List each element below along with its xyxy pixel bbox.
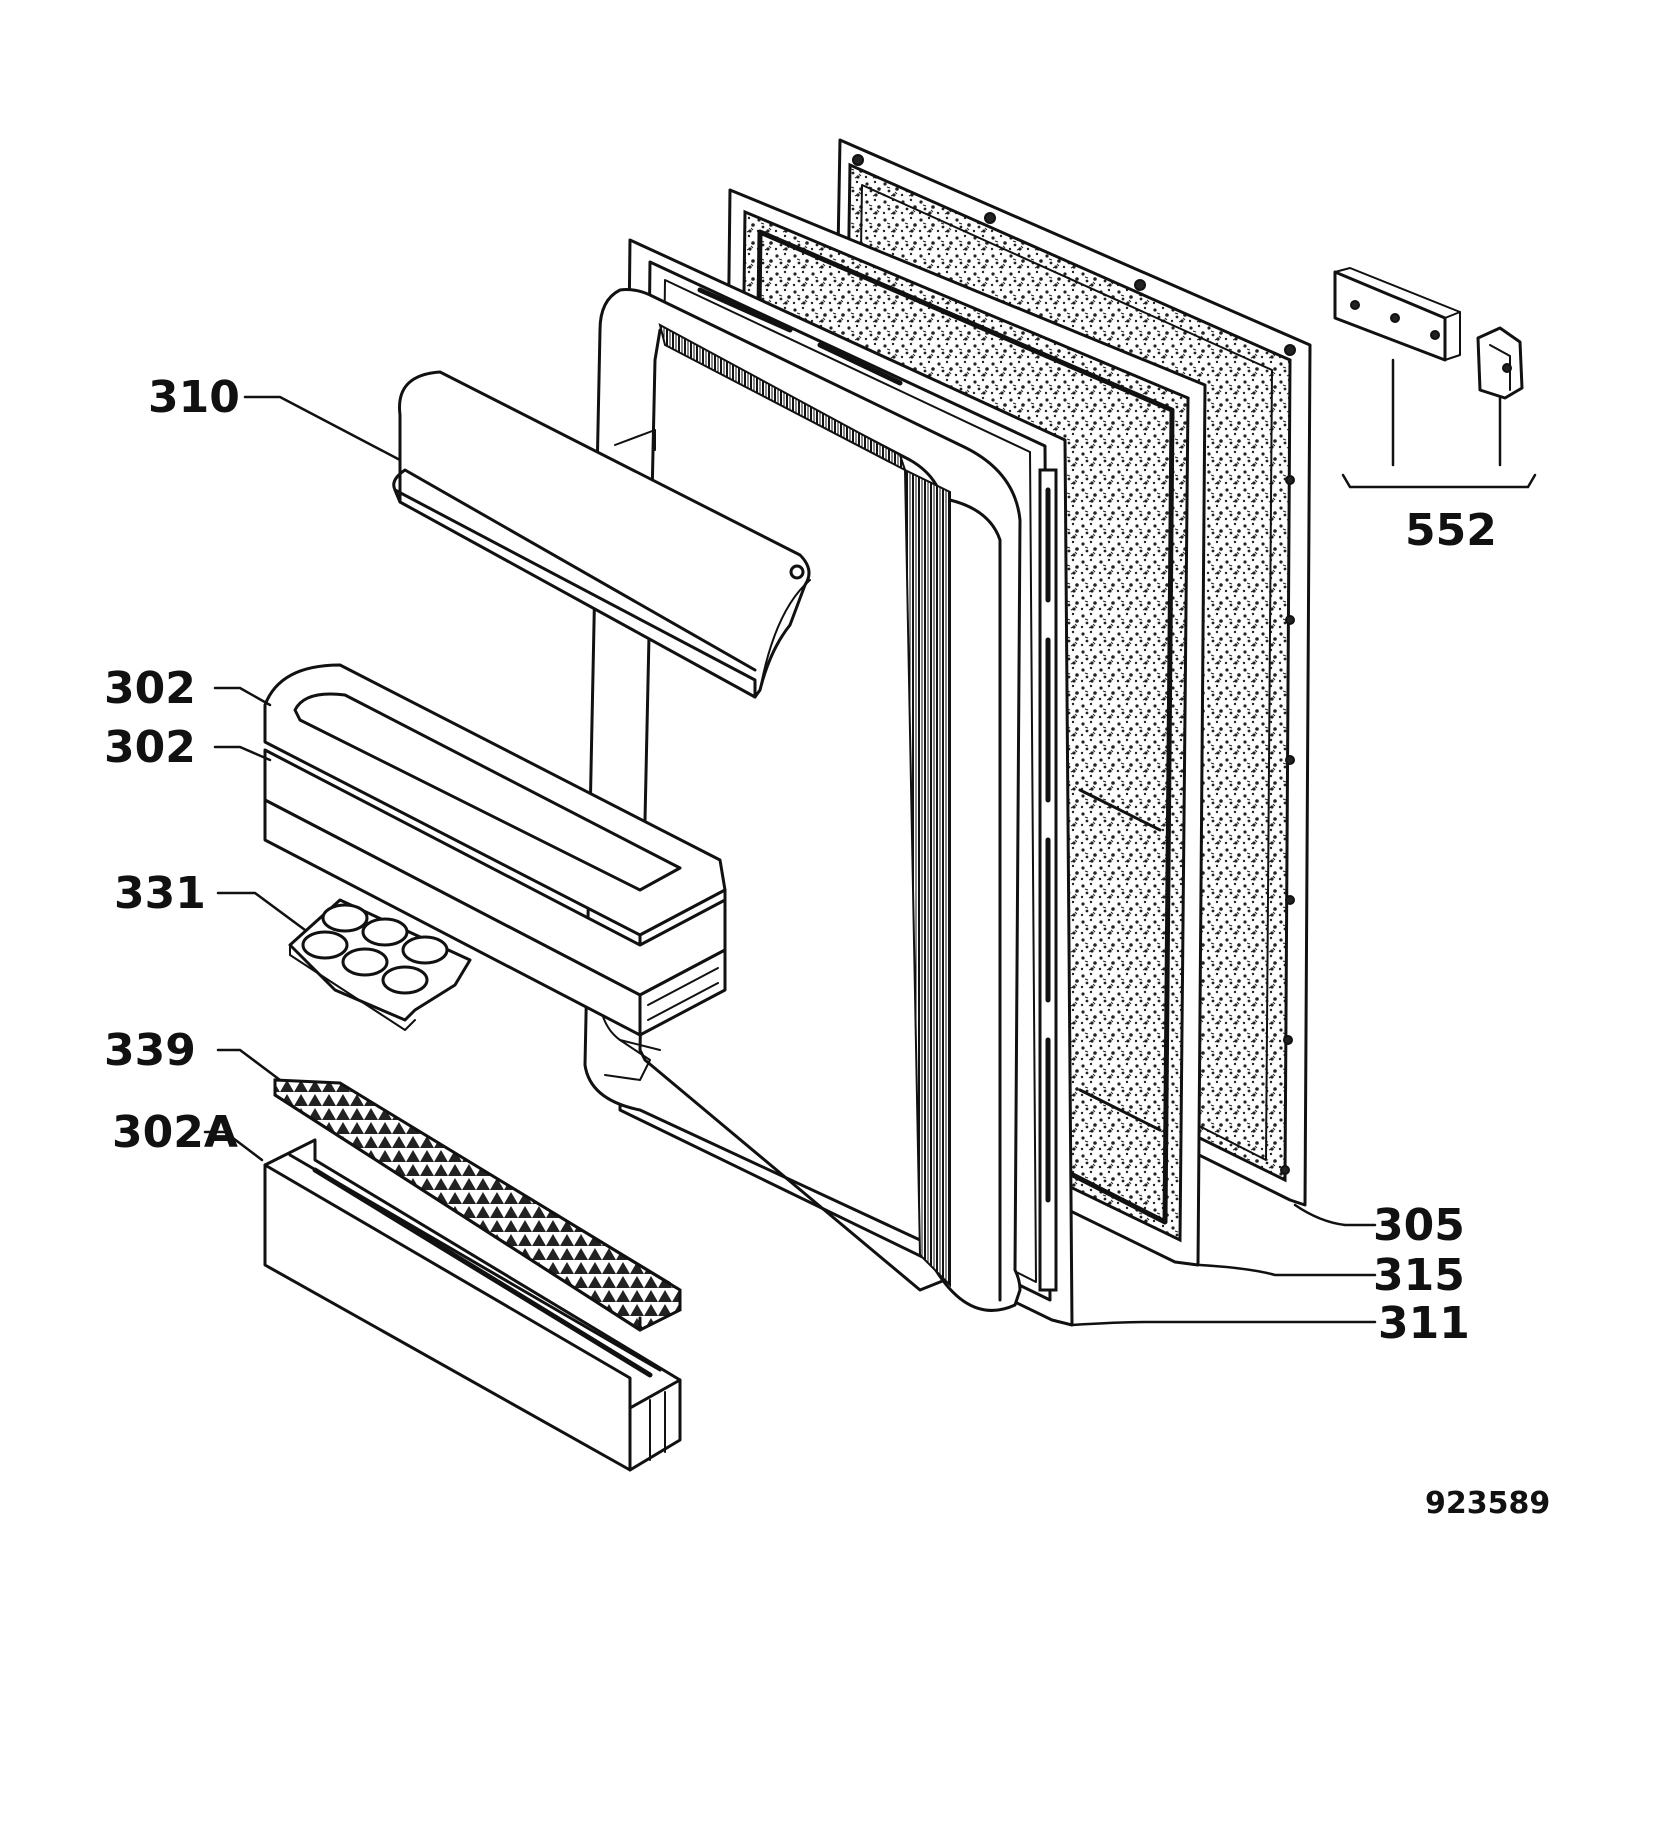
label-305: 305 <box>1373 1200 1465 1251</box>
label-310: 310 <box>148 372 240 423</box>
label-552: 552 <box>1405 505 1497 556</box>
label-311: 311 <box>1378 1298 1470 1349</box>
reference-number: 923589 <box>1425 1486 1550 1521</box>
retainer-strip-339 <box>273 1078 682 1332</box>
hinge-kit-552 <box>1333 267 1537 489</box>
label-339: 339 <box>104 1025 196 1076</box>
leader-lines <box>203 395 1377 1327</box>
egg-tray-331 <box>288 898 472 1031</box>
top-cover-310 <box>392 370 811 699</box>
label-331: 331 <box>114 868 206 919</box>
bottle-shelf-302a <box>263 1138 682 1472</box>
lower-shelf-302 <box>263 748 727 1037</box>
label-302a: 302A <box>112 1107 238 1158</box>
inner-door-liner <box>583 288 1022 1312</box>
label-302-top: 302 <box>104 663 196 714</box>
label-302-bottom: 302 <box>104 722 196 773</box>
part-labels: 310 302 302 331 339 302A 552 305 315 311… <box>104 372 1550 1521</box>
label-315: 315 <box>1373 1250 1465 1301</box>
